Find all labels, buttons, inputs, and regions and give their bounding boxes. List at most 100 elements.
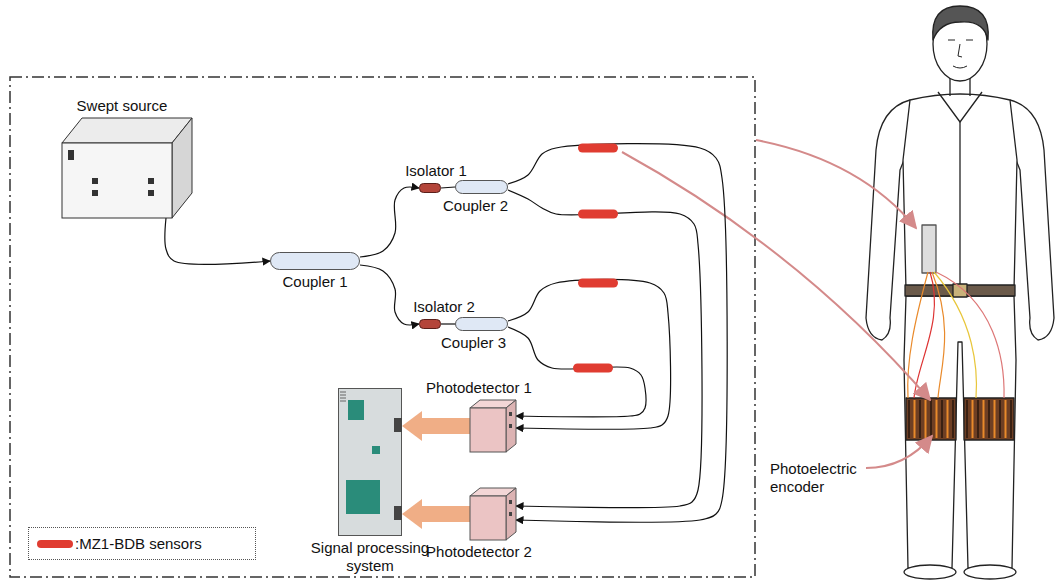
knee-stripe: [925, 400, 927, 438]
mz-sensor: [578, 144, 618, 153]
optical-fiber: [360, 187, 419, 257]
coupler: [270, 252, 360, 270]
hair: [933, 6, 989, 40]
node-label: Isolator 1: [405, 162, 467, 180]
fiber: [934, 272, 976, 398]
fiber: [914, 272, 934, 398]
chip: [346, 480, 380, 514]
callout-label: Photoelectric encoder: [770, 460, 868, 496]
isolator-body: [420, 184, 441, 193]
connector: [394, 418, 402, 432]
board-edge-pin: [340, 392, 346, 393]
coupler: Coupler 3: [455, 317, 508, 331]
sensors: [573, 144, 618, 373]
knee-stripe: [919, 400, 921, 438]
knee-stripe: [1005, 400, 1007, 438]
isolator: [419, 183, 441, 193]
port: [509, 500, 512, 504]
button: [92, 178, 98, 184]
button: [92, 190, 98, 196]
right-shoe: [964, 565, 1016, 579]
chip: [348, 400, 364, 420]
photodetector-box: Photodetector 1: [470, 400, 516, 452]
board-edge-pin: [340, 401, 346, 402]
knee-band-base: [906, 398, 956, 440]
photodetector-box: [470, 400, 516, 452]
optical-fiber: [508, 279, 671, 429]
person-figure: [866, 6, 1054, 579]
coupler: [455, 180, 508, 194]
mz-sensor: [578, 210, 618, 219]
knee-stripe: [972, 400, 974, 438]
coupler: [455, 317, 508, 331]
pd-side: [506, 400, 516, 452]
optical-fiber: [508, 144, 727, 523]
optical-fiber: [508, 190, 702, 508]
coupler: Coupler 1: [270, 252, 360, 270]
isolator: Isolator 1: [419, 183, 441, 193]
left-shoe: [904, 565, 956, 579]
swept-source-box: [62, 118, 192, 218]
knee-stripe: [908, 400, 910, 438]
system-frame: [10, 77, 755, 577]
node-label: Signal processing system: [300, 539, 440, 575]
fiber: [932, 272, 945, 398]
port: [509, 424, 512, 428]
optical-fiber: [508, 327, 646, 417]
knee-stripe: [1010, 400, 1012, 438]
pointer-arrow: [756, 140, 916, 228]
knee-stripe: [999, 400, 1001, 438]
knee-stripe: [947, 400, 949, 438]
coupler-body: [271, 253, 360, 270]
node-label: Swept source: [77, 97, 168, 115]
optical-fiber: [165, 218, 270, 264]
port: [509, 512, 512, 516]
coupler-body: [456, 181, 508, 194]
knee-stripe: [983, 400, 985, 438]
body-fibers: [908, 272, 1004, 398]
knee-stripe: [988, 400, 990, 438]
coupler-body: [456, 318, 508, 331]
photodetector-box: Photodetector 2: [470, 488, 516, 540]
signal-arrow: [422, 506, 470, 522]
trousers: [904, 296, 1016, 568]
knee-stripe: [966, 400, 968, 438]
knee-stripe: [930, 400, 932, 438]
box-front: [62, 143, 172, 218]
node-label: Coupler 2: [443, 197, 508, 215]
legend-swatch: [37, 540, 73, 548]
pd-front: [470, 496, 506, 540]
collar: [938, 92, 982, 122]
shirt: [903, 94, 1017, 290]
processing-board: Signal processing system: [338, 388, 402, 536]
left-arm: [866, 100, 910, 340]
legend-entry: :MZ1-BDB sensors: [37, 535, 202, 553]
button: [148, 178, 154, 184]
chip: [372, 446, 380, 454]
optical-fiber: [441, 187, 455, 188]
optical-fiber: [441, 323, 455, 324]
isolator-body: [420, 320, 441, 329]
button: [68, 150, 74, 160]
knee-stripe: [994, 400, 996, 438]
pd-front: [470, 408, 506, 452]
board-edge-pin: [340, 398, 346, 399]
pd-side: [506, 488, 516, 540]
knee-stripe: [936, 400, 938, 438]
swept-source-box: Swept source: [62, 118, 192, 218]
isolator: Isolator 2: [419, 319, 441, 329]
port: [509, 412, 512, 416]
knee-stripe: [914, 400, 916, 438]
node-label: Coupler 1: [282, 273, 347, 291]
isolator: [419, 319, 441, 329]
legend-box: :MZ1-BDB sensors: [28, 527, 256, 560]
knee-band-base: [964, 398, 1014, 440]
legend-text: :MZ1-BDB sensors: [75, 535, 202, 553]
signal-arrow: [422, 418, 470, 434]
pointer-arrow: [622, 152, 930, 400]
node-label: Isolator 2: [413, 298, 475, 316]
